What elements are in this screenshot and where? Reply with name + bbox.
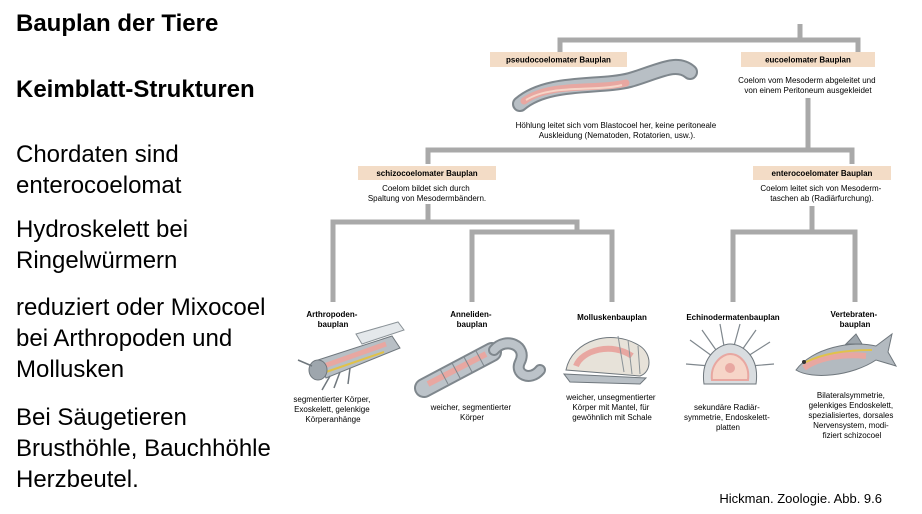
- leaf-description-mollusc: weicher, unsegmentierter Körper mit Mant…: [565, 393, 658, 422]
- enterocoelomate-description: Coelom leitet sich von Mesoderm- taschen…: [760, 184, 883, 203]
- bullet-line: Mollusken: [16, 356, 125, 383]
- tree-branch-schizo-entero: [425, 147, 855, 164]
- vertebrate-illustration: [795, 332, 898, 376]
- bullet-line: Brusthöhle, Bauchhöhle: [16, 435, 271, 462]
- bullet-chordates: Chordaten sind enterocoelomat: [16, 139, 181, 201]
- bullet-line: Chordaten sind: [16, 141, 179, 168]
- tag-pseudocoelomate: pseudocoelomater Bauplan: [490, 52, 627, 67]
- bullet-line: Ringelwürmern: [16, 247, 178, 274]
- bullet-mixocoel: reduziert oder Mixocoel bei Arthropoden …: [16, 292, 265, 385]
- leaf-description-arthropod: segmentierter Körper, Exoskelett, gelenk…: [293, 395, 372, 424]
- nematode-illustration: [512, 58, 698, 112]
- schizocoelomate-description: Coelom bildet sich durch Spaltung von Me…: [368, 184, 486, 203]
- bullet-line: enterocoelomat: [16, 172, 182, 199]
- leaf-description-annelid: weicher, segmentierter Körper: [430, 403, 514, 422]
- echinoderm-illustration: [685, 323, 775, 385]
- annelid-illustration: [414, 337, 546, 398]
- slide-title: Bauplan der Tiere: [16, 10, 219, 37]
- tree-branch-arthro-schizo: [330, 219, 580, 302]
- bullet-hydroskeleton: Hydroskelett bei Ringelwürmern: [16, 214, 188, 276]
- eucoelomate-description: Coelom vom Mesoderm abgeleitet und von e…: [738, 76, 878, 95]
- tag-schizocoelomate: schizocoelomater Bauplan: [358, 166, 496, 180]
- bullet-mammals: Bei Säugetieren Brusthöhle, Bauchhöhle H…: [16, 402, 271, 495]
- bullet-line: reduziert oder Mixocoel: [16, 294, 266, 321]
- tag-label: pseudocoelomater Bauplan: [506, 56, 611, 65]
- tree-connectors: [330, 24, 861, 302]
- bullet-line: Herzbeutel.: [16, 466, 139, 493]
- tag-label: eucoelomater Bauplan: [765, 56, 851, 65]
- tag-eucoelomate: eucoelomater Bauplan: [741, 52, 875, 67]
- tag-enterocoelomate: enterocoelomater Bauplan: [753, 166, 891, 180]
- bullet-line: bei Arthropoden und: [16, 325, 233, 352]
- slide-subtitle: Keimblatt-Strukturen: [16, 76, 255, 103]
- leaf-heading-annelid: Anneliden- bauplan: [450, 310, 494, 329]
- leaf-description-vertebrate: Bilateralsymmetrie, gelenkiges Endoskele…: [808, 391, 895, 440]
- figure-credit: Hickman. Zoologie. Abb. 9.6: [719, 491, 882, 506]
- leaf-description-echinoderm: sekundäre Radiär- symmetrie, Endoskelett…: [684, 403, 772, 432]
- leaf-heading-echinoderm: Echinodermatenbauplan: [686, 313, 779, 322]
- leaf-heading-vertebrate: Vertebraten- bauplan: [831, 310, 880, 329]
- tree-branch-pseudo-eu: [557, 37, 861, 52]
- bullet-line: Bei Säugetieren: [16, 404, 187, 431]
- tree-branch-annelid-mollusc: [469, 229, 615, 302]
- mollusc-illustration: [562, 335, 650, 385]
- pseudocoelomate-description: Höhlung leitet sich vom Blastocoel her, …: [516, 121, 719, 140]
- tag-label: schizocoelomater Bauplan: [376, 169, 477, 178]
- tag-label: enterocoelomater Bauplan: [772, 169, 873, 178]
- leaf-heading-mollusc: Molluskenbauplan: [577, 313, 647, 322]
- bullet-line: Hydroskelett bei: [16, 216, 189, 243]
- tree-branch-echino-verte: [730, 229, 858, 302]
- leaf-heading-arthropod: Arthropoden- bauplan: [306, 310, 359, 329]
- arthropod-illustration: [297, 321, 405, 391]
